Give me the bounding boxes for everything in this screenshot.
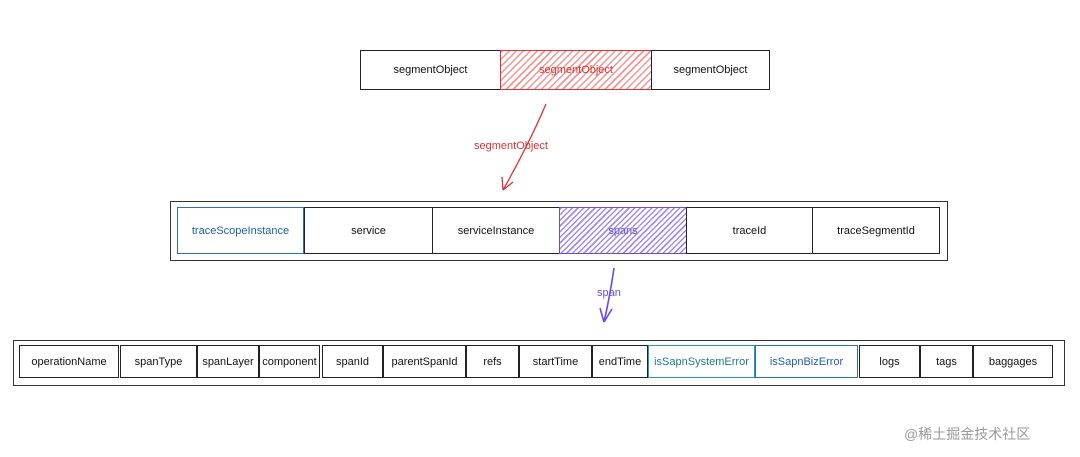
field-is-sapn-system-error: isSapnSystemError <box>648 345 755 378</box>
field-baggages: baggages <box>973 345 1053 378</box>
watermark: @稀土掘金技术社区 <box>904 426 1031 442</box>
field-span-layer: spanLayer <box>197 345 259 378</box>
span-container <box>13 340 1065 386</box>
field-operation-name: operationName <box>19 345 119 378</box>
segment-object-box-highlighted: segmentObject <box>500 50 652 90</box>
segment-object-box-1: segmentObject <box>360 50 501 90</box>
field-trace-segment-id: traceSegmentId <box>812 207 940 254</box>
field-parent-span-id: parentSpanId <box>383 345 466 378</box>
segment-object-container <box>170 201 948 261</box>
field-service: service <box>304 207 433 254</box>
field-span-type: spanType <box>120 345 197 378</box>
field-component: component <box>259 345 320 378</box>
field-start-time: startTime <box>519 345 592 378</box>
segment-object-arrow-label: segmentObject <box>474 140 548 152</box>
field-trace-scope-instance: traceScopeInstance <box>177 207 304 254</box>
field-service-instance: serviceInstance <box>432 207 560 254</box>
field-logs: logs <box>859 345 920 378</box>
field-span-id: spanId <box>322 345 383 378</box>
field-trace-id: traceId <box>686 207 813 254</box>
field-is-sapn-biz-error: isSapnBizError <box>755 345 858 378</box>
field-refs: refs <box>466 345 519 378</box>
segment-object-box-3: segmentObject <box>651 50 770 90</box>
field-tags: tags <box>920 345 973 378</box>
span-arrow-label: span <box>597 287 621 299</box>
field-spans-highlighted: spans <box>559 207 687 254</box>
field-end-time: endTime <box>592 345 648 378</box>
